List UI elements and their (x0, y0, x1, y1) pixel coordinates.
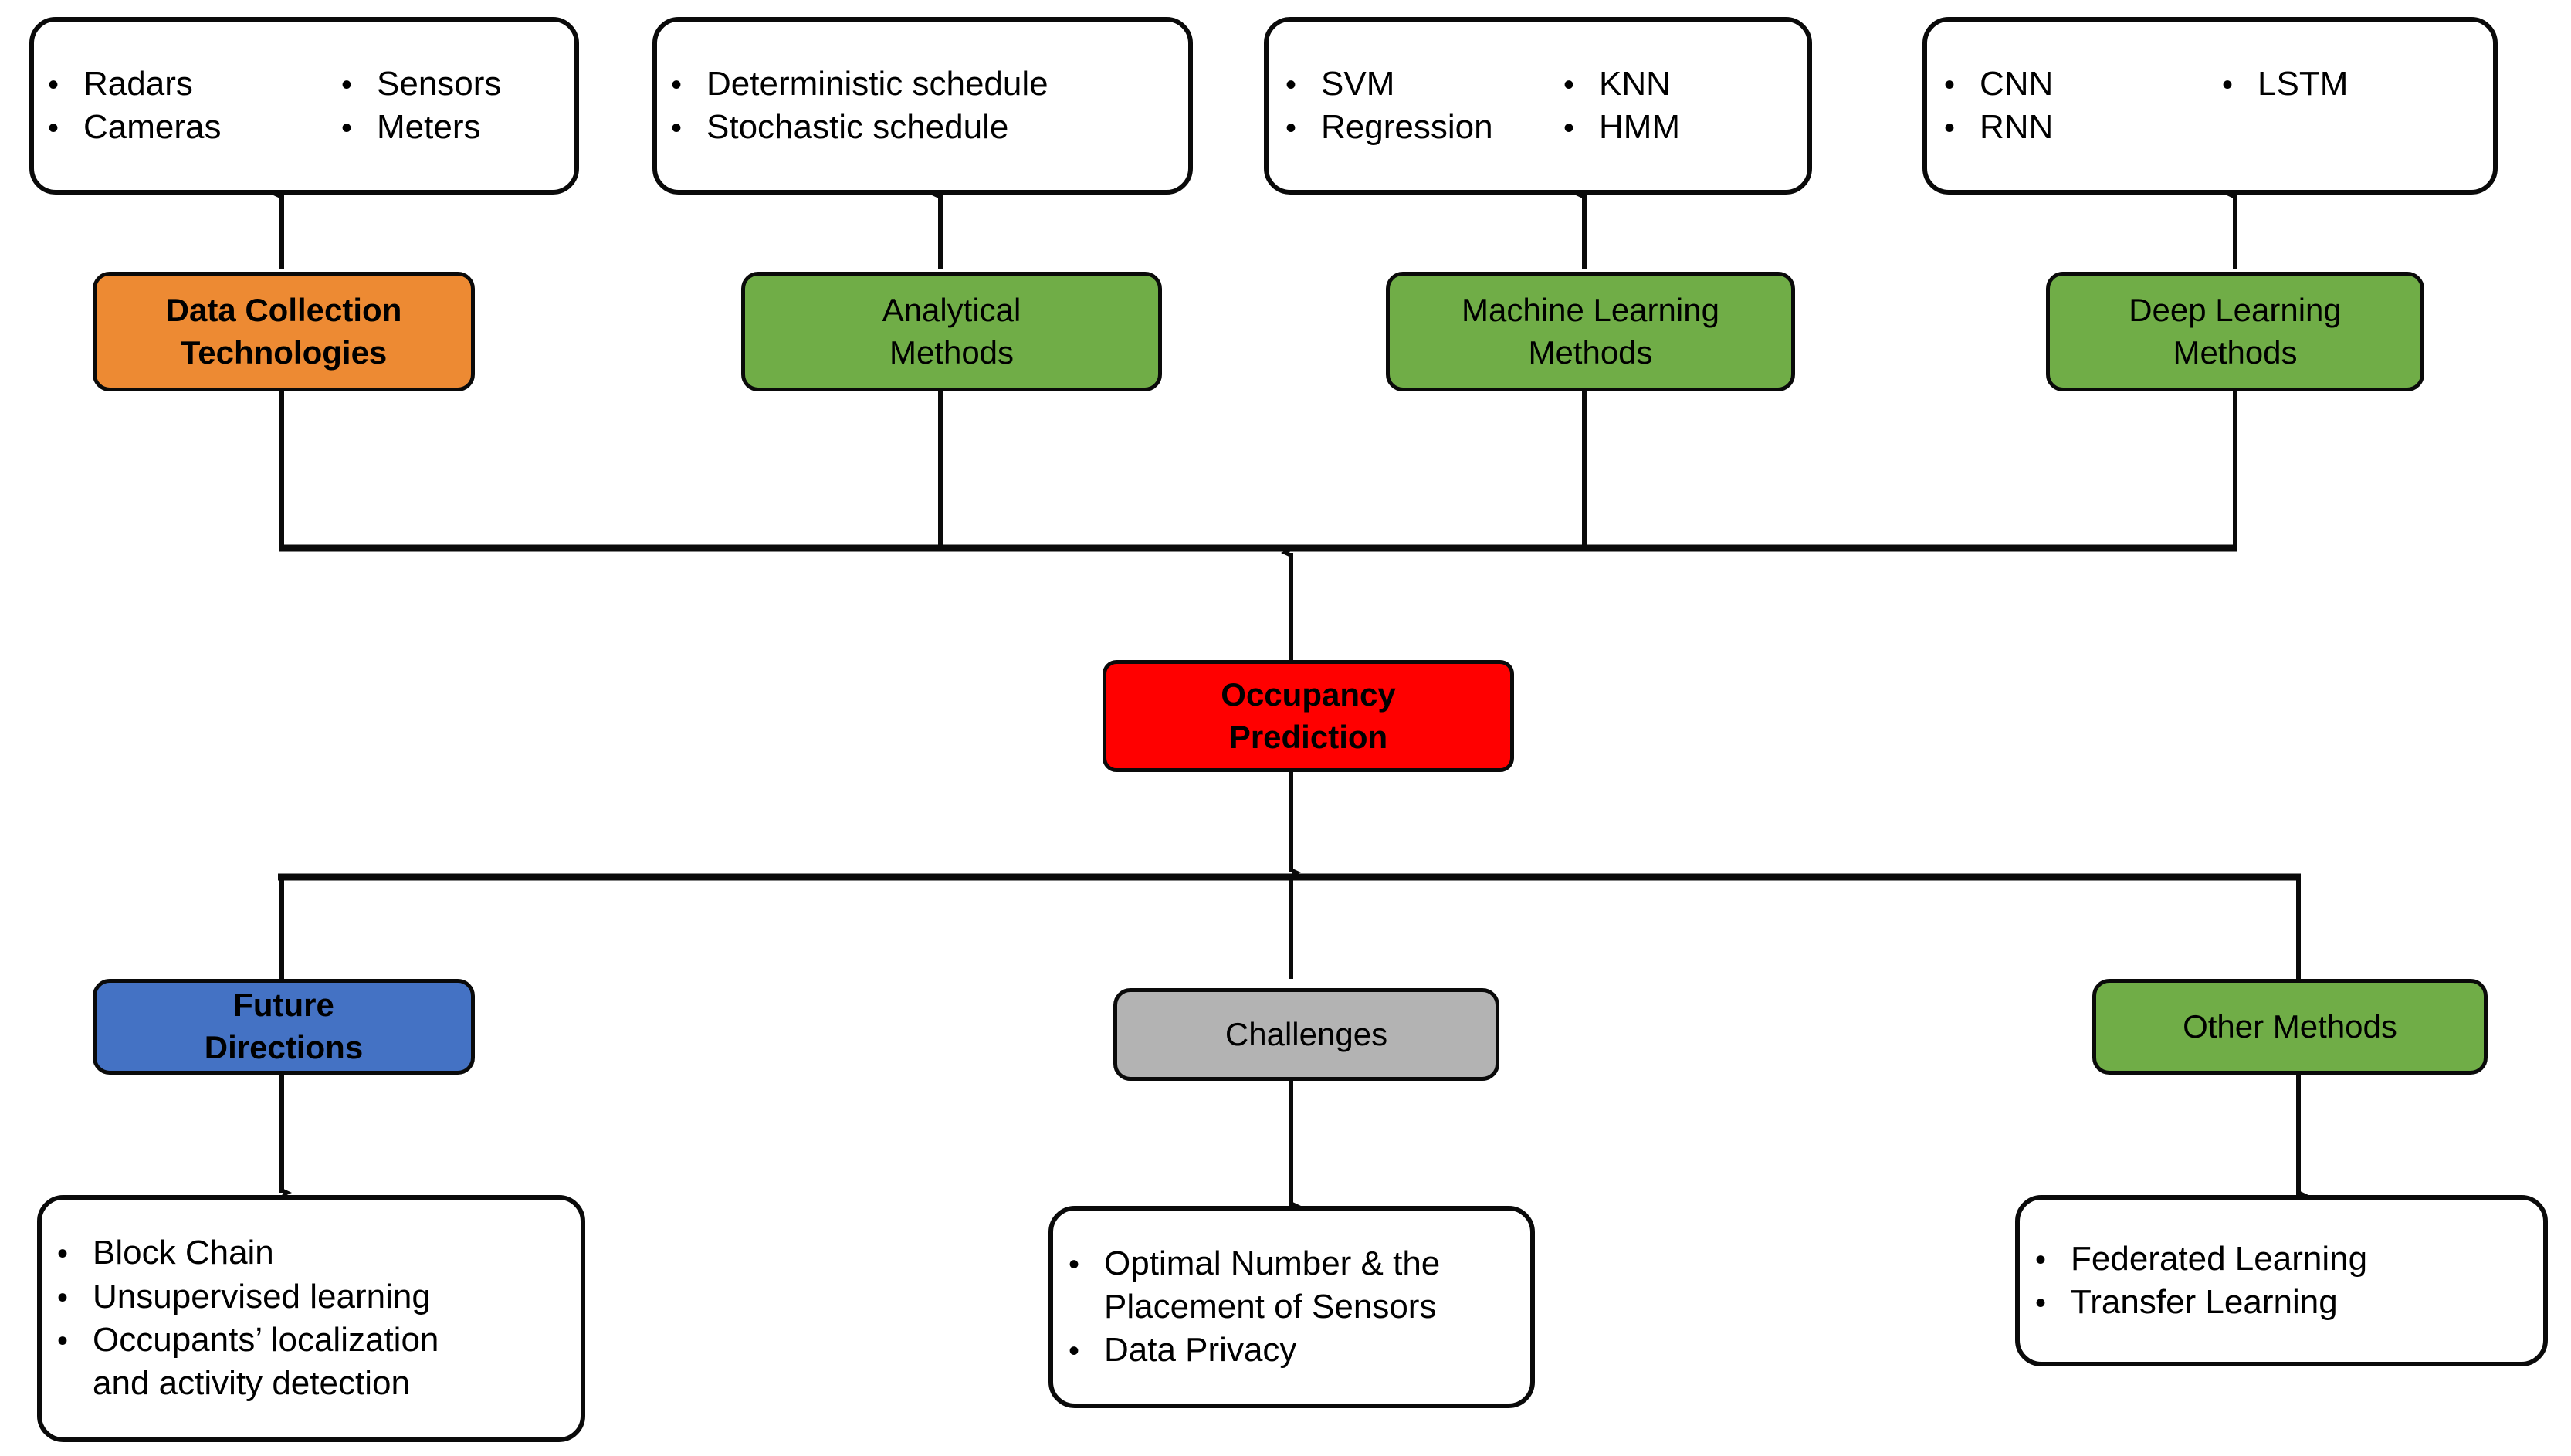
bullet-icon: • (1563, 111, 1575, 145)
page-title: Occupancy Prediction (1221, 676, 1396, 755)
list-item: • Unsupervised learning (57, 1275, 565, 1319)
list-item: • Data Privacy (1069, 1329, 1515, 1372)
bullet-icon: • (2222, 67, 2234, 102)
bullet-icon: • (341, 111, 353, 145)
bullet-icon: • (1563, 67, 1575, 102)
bullet-icon: • (1069, 1247, 1080, 1282)
bullet-icon: • (1944, 67, 1956, 102)
node-label: Machine Learning Methods (1462, 291, 1719, 371)
node-challenges[interactable]: Challenges (1113, 988, 1499, 1081)
card-other-methods: • Federated Learning • Transfer Learning (2015, 1195, 2548, 1366)
list-item: • Stochastic schedule (671, 106, 1174, 149)
bullet-icon: • (671, 67, 683, 102)
bullet-icon: • (48, 67, 59, 102)
list-item: • Radars (48, 63, 341, 106)
list-item: • CNN (1944, 63, 2222, 106)
bullet-icon: • (57, 1237, 69, 1271)
bullet-icon: • (341, 67, 353, 102)
list-item: • Regression (1286, 106, 1563, 149)
bullet-icon: • (57, 1280, 69, 1315)
list-item: • Occupants’ localization and activity d… (57, 1321, 439, 1403)
list-item: • HMM (1563, 106, 1790, 149)
node-label: Future Directions (204, 987, 364, 1065)
list-item: • Optimal Number & the Placement of Sens… (1069, 1244, 1441, 1326)
node-machine-learning-methods[interactable]: Machine Learning Methods (1386, 272, 1795, 391)
list-item: • Meters (341, 106, 561, 149)
card-challenges: • Optimal Number & the Placement of Sens… (1048, 1206, 1535, 1408)
bullet-icon: • (48, 111, 59, 145)
node-label: Data Collection Technologies (165, 291, 402, 371)
node-label: Challenges (1225, 1015, 1388, 1052)
list-item: • Sensors (341, 63, 561, 106)
bullet-icon: • (1286, 67, 1297, 102)
list-item: • LSTM (2222, 63, 2476, 106)
node-data-collection-technologies[interactable]: Data Collection Technologies (93, 272, 475, 391)
bullet-icon: • (671, 111, 683, 145)
card-future-directions: • Block Chain • Unsupervised learning • … (37, 1195, 585, 1442)
node-label: Deep Learning Methods (2129, 291, 2342, 371)
list-item: • RNN (1944, 106, 2222, 149)
node-other-methods[interactable]: Other Methods (2092, 979, 2488, 1075)
card-deep-learning-methods: • CNN • RNN • LSTM (1922, 17, 2498, 195)
node-label: Other Methods (2183, 1007, 2397, 1045)
bullet-icon: • (2035, 1242, 2047, 1277)
node-deep-learning-methods[interactable]: Deep Learning Methods (2046, 272, 2424, 391)
list-item: • Deterministic schedule (671, 63, 1174, 106)
node-analytical-methods[interactable]: Analytical Methods (741, 272, 1162, 391)
bullet-icon: • (1069, 1334, 1080, 1369)
node-label: Analytical Methods (882, 291, 1021, 371)
bullet-icon: • (1944, 111, 1956, 145)
list-item: • Federated Learning (2035, 1238, 2528, 1281)
bullet-icon: • (2035, 1286, 2047, 1320)
bullet-icon: • (1286, 111, 1297, 145)
node-future-directions[interactable]: Future Directions (93, 979, 475, 1075)
node-occupancy-prediction[interactable]: Occupancy Prediction (1103, 660, 1514, 772)
bullet-icon: • (57, 1324, 69, 1358)
card-analytical-methods: • Deterministic schedule • Stochastic sc… (652, 17, 1193, 195)
list-item: • Block Chain (57, 1231, 565, 1275)
list-item: • KNN (1563, 63, 1790, 106)
card-machine-learning-methods: • SVM • Regression • KNN • HMM (1264, 17, 1812, 195)
list-item: • Transfer Learning (2035, 1281, 2528, 1324)
list-item: • SVM (1286, 63, 1563, 106)
card-data-collection-technologies: • Radars • Cameras • Sensors • Meters (29, 17, 579, 195)
list-item: • Cameras (48, 106, 341, 149)
